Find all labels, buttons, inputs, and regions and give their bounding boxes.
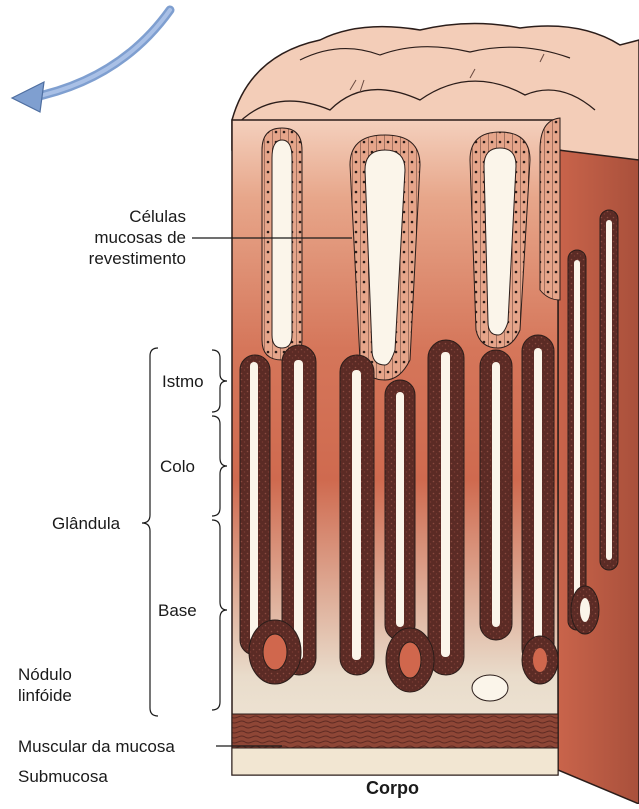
brace-base	[212, 520, 227, 710]
label-lymph-nodule: Nódulo linfóide	[18, 664, 72, 706]
brace-neck	[212, 416, 227, 516]
label-mucous-cells: Células mucosas de revestimento	[88, 206, 186, 269]
label-submucosa: Submucosa	[18, 766, 108, 787]
label-mucous-cells-line2: mucosas de	[88, 227, 186, 248]
brace-gland	[142, 348, 158, 716]
curved-arrow	[12, 10, 170, 112]
label-neck: Colo	[160, 456, 195, 477]
muscularis-band	[232, 714, 558, 748]
label-mucous-cells-line3: revestimento	[88, 248, 186, 269]
label-gland: Glândula	[52, 513, 120, 534]
label-mucous-cells-line1: Células	[88, 206, 186, 227]
label-lymph-nodule-line2: linfóide	[18, 685, 72, 706]
label-base: Base	[158, 600, 197, 621]
submucosa-band	[232, 748, 558, 775]
brace-isthmus	[212, 350, 227, 412]
label-lymph-nodule-line1: Nódulo	[18, 664, 72, 685]
label-muscularis: Muscular da mucosa	[18, 736, 175, 757]
caption-corpo: Corpo	[366, 778, 419, 799]
label-isthmus: Istmo	[162, 371, 204, 392]
